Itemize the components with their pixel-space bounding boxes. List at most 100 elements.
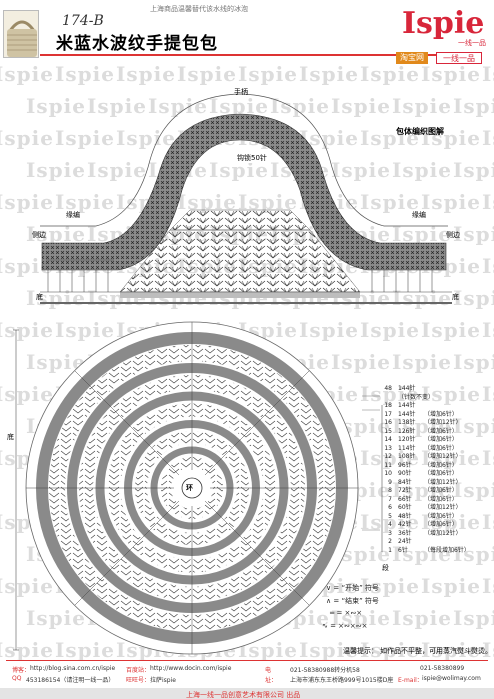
stitch-row-count: 144针 xyxy=(398,385,416,392)
stitch-row-note: （增加6针） xyxy=(424,410,458,418)
footer-divider xyxy=(6,660,488,661)
stitch-row-number: 1 xyxy=(388,546,392,554)
footer-doc-link[interactable]: http://www.docin.com/ispie xyxy=(150,665,232,672)
watermark-text: Ispie xyxy=(360,382,420,406)
watermark-text: Ispie xyxy=(0,574,54,598)
watermark-text: Ispie xyxy=(421,382,481,406)
stitch-row-count: 60针 xyxy=(398,504,412,511)
body-fan-rows xyxy=(40,209,452,304)
watermark-text: Ispie xyxy=(55,62,115,86)
stitch-row-number: 12 xyxy=(384,453,392,460)
edge-label-right: 缘编 xyxy=(412,211,426,219)
stitch-row-count: 6针 xyxy=(398,546,408,554)
stitch-row-count: 66针 xyxy=(398,495,412,503)
watermark-text: Ispie xyxy=(55,190,115,214)
brand-subtitle: 一线一品 xyxy=(458,39,486,47)
stitch-row-number: 10 xyxy=(384,470,392,477)
brand-logo: Ispie 一线一品 淘宝网 一线一品 xyxy=(388,6,492,64)
stitch-row-number: 15 xyxy=(384,427,392,435)
stitch-row-note: （每段增加6针） xyxy=(424,546,470,554)
legend-symbol-2: ∿ = ×∾×∾× xyxy=(322,622,368,630)
stitch-row-count: 42针 xyxy=(398,521,412,528)
stitch-row-count: 120针 xyxy=(398,436,416,443)
stitch-row-count: 90针 xyxy=(398,470,412,477)
watermark-text: Ispie xyxy=(421,446,481,470)
watermark-text: Ispie xyxy=(421,62,481,86)
watermark-text: Ispie xyxy=(482,62,494,86)
brand-name: Ispie xyxy=(402,6,485,41)
watermark-text: Ispie xyxy=(26,606,86,630)
stitch-row-number: 48 xyxy=(384,385,392,392)
footer-qq-label: QQ xyxy=(12,675,22,682)
stitch-row-number: 3 xyxy=(388,529,392,537)
stitch-row-note: （增加12针） xyxy=(424,504,462,511)
watermark-text: Ispie xyxy=(392,94,452,118)
legend-end: ∧ = “结束” 符号 xyxy=(326,597,379,605)
watermark-text: Ispie xyxy=(453,542,494,566)
watermark-text: Ispie xyxy=(299,318,359,342)
watermark-text: Ispie xyxy=(482,318,494,342)
stitch-row-count: 36针 xyxy=(398,529,412,537)
watermark-text: Ispie xyxy=(360,638,420,662)
stitch-row-count: 126针 xyxy=(398,427,416,435)
watermark-text: Ispie xyxy=(392,158,452,182)
footer-email[interactable]: ispie@wolimay.com xyxy=(422,675,481,682)
stitch-row-number: 17 xyxy=(384,410,392,418)
watermark-text: Ispie xyxy=(392,478,452,502)
watermark-text: Ispie xyxy=(453,286,494,310)
stitch-row-number: 7 xyxy=(388,495,392,503)
watermark-text: Ispie xyxy=(26,286,86,310)
watermark-text: Ispie xyxy=(360,574,420,598)
watermark-text: Ispie xyxy=(482,446,494,470)
base-mark-left: 底 xyxy=(36,293,43,301)
watermark-text: Ispie xyxy=(116,126,176,150)
stitch-row-number: 8 xyxy=(388,487,392,494)
watermark-text: Ispie xyxy=(453,94,494,118)
reminder-title: 温馨提示： xyxy=(343,647,378,655)
watermark-text: Ispie xyxy=(421,318,481,342)
base-mark-right: 底 xyxy=(452,293,459,301)
watermark-text: Ispie xyxy=(299,62,359,86)
watermark-text: Ispie xyxy=(482,638,494,662)
watermark-text: Ispie xyxy=(0,382,54,406)
stitch-row-note: （增加6针） xyxy=(424,495,458,503)
stitch-row-count: 108针 xyxy=(398,453,416,460)
watermark-text: Ispie xyxy=(392,414,452,438)
footer-blog-link[interactable]: http://blog.sina.com.cn/ispie xyxy=(30,665,116,672)
bag-thumbnail xyxy=(3,10,39,58)
stitch-row-count: 138针 xyxy=(398,419,416,426)
title-divider xyxy=(40,54,460,56)
watermark-text: Ispie xyxy=(482,126,494,150)
legend-symbol-1: ═ = ×∾× xyxy=(330,609,363,617)
base-side-label: 底 xyxy=(7,433,14,441)
watermark-text: Ispie xyxy=(421,190,481,214)
watermark-text: Ispie xyxy=(482,190,494,214)
stitch-row-number: 6 xyxy=(388,504,392,511)
watermark-text: Ispie xyxy=(177,62,237,86)
footer-address-label: 址： xyxy=(265,677,278,684)
watermark-text: Ispie xyxy=(331,350,391,374)
brand-name-badge: 一线一品 xyxy=(436,52,482,64)
stitch-row-number: 2 xyxy=(388,538,392,545)
header-note: 上海商品温馨替代该水线的冰泡 xyxy=(150,5,248,13)
stitch-row-number: 5 xyxy=(388,512,392,520)
footer-doc-label: 百度站： xyxy=(126,667,151,674)
stitch-row-number: 11 xyxy=(384,461,392,469)
stitch-row-note: （增加12针） xyxy=(424,453,462,460)
watermark-text: Ispie xyxy=(331,606,391,630)
stitch-row-note: （增加6针） xyxy=(424,427,458,435)
stitch-row-number: 13 xyxy=(384,444,392,452)
footer-qq: 453186154（请注明一线一品） xyxy=(26,677,115,684)
watermark-text: Ispie xyxy=(421,574,481,598)
watermark-text: Ispie xyxy=(270,94,330,118)
watermark-text: Ispie xyxy=(238,62,298,86)
footer-publisher: 上海一线一品创意艺术有限公司 出品 xyxy=(186,691,301,699)
handle-stitch-label: 钩锁50针 xyxy=(236,153,268,163)
watermark-text: Ispie xyxy=(421,510,481,534)
base-center-label: 环 xyxy=(186,484,193,492)
stitch-row-count: 48针 xyxy=(398,512,412,520)
stitch-row-note: （针数不变） xyxy=(398,393,435,401)
watermark-text: Ispie xyxy=(360,62,420,86)
